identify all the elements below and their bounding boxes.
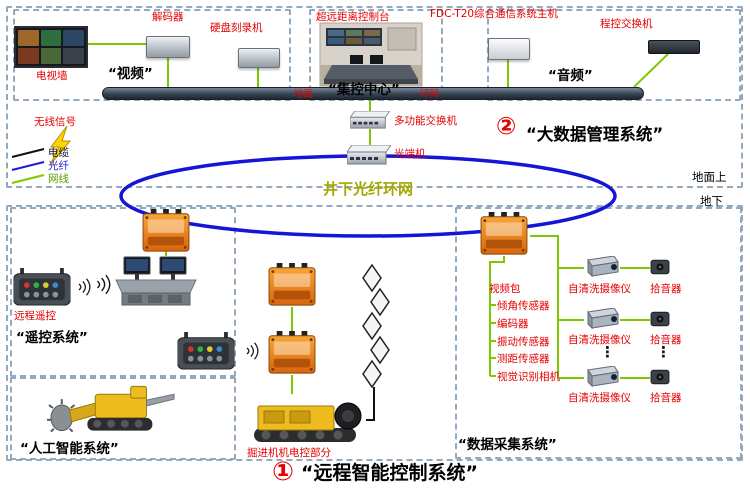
mic-device [650,310,670,328]
pbx-label: 程控交换机 [600,18,653,30]
sensor-label: 倾角传感器 [497,300,550,312]
audio-group-title: “音频” [548,68,593,84]
operator-console-device [114,255,198,309]
wireless-label: 无线信号 [34,116,76,128]
camera-label: 自清洗摄像仪 [568,392,631,404]
tv-wall-device [14,26,88,68]
machine-control-device [250,394,366,446]
mic-device [650,368,670,386]
fiber-ring-label: 井下光纤环网 [322,180,413,198]
bigdata-number: ② [496,112,517,140]
control-center-title: “集控中心” [328,82,400,98]
camera-label: 自清洗摄像仪 [568,334,631,346]
multi-switch-device [350,111,390,129]
bigdata-title: “大数据管理系统” [526,125,664,144]
roadheader-device [47,380,176,436]
junction-box-upper [266,263,318,307]
decoder-label: 解码器 [152,11,184,23]
comm-host-device [488,38,530,60]
footer-number: ① [272,456,295,487]
remote-system-title: “遥控系统” [16,330,88,346]
console-label: 超远距离控制台 [316,11,390,23]
hdd-recorder-device [238,48,280,68]
recorder-label: 硬盘刻录机 [210,22,263,34]
camera-label: 自清洗摄像仪 [568,283,631,295]
ai-system-title: “人工智能系统” [20,441,119,457]
wifi-signal-icon [76,276,91,298]
zone-above-label: 地面上 [692,170,727,184]
junction-box-remote [140,209,192,253]
remote-controller-1 [12,268,72,306]
mic-label: 拾音器 [650,283,682,295]
video-group-title: “视频” [108,66,153,82]
sensor-label: 振动传感器 [497,336,550,348]
zone-below-label: 地下 [700,194,723,208]
junction-box-daq [478,212,530,256]
comm-host-label: FDC-T20综合通信系统主机 [430,8,559,20]
remote-control-label: 远程遥控 [14,310,56,322]
video-pack-label: 视频包 [489,283,521,295]
mic-label: 拾音器 [650,334,682,346]
camera-ellipsis: ⋮ [600,343,615,361]
daq-system-title: “数据采集系统” [458,437,557,453]
mic-ellipsis: ⋮ [656,343,671,361]
camera-device [584,256,620,280]
wifi-signal-icon [244,340,259,362]
camera-device [584,366,620,390]
sensor-label: 编码器 [497,318,529,330]
wifi-signal-icon [94,272,111,297]
mic-label: 拾音器 [650,392,682,404]
multi-switch-label: 多功能交换机 [394,115,457,127]
control-center-box [309,9,443,101]
bus-left-label: 地面 [294,89,314,100]
decoder-device [146,36,190,58]
legend-network-label: 网线 [48,173,69,185]
mic-device [650,258,670,276]
sensor-label: 测距传感器 [497,353,550,365]
tvwall-label: 电视墙 [36,70,68,82]
junction-box-lower [266,331,318,375]
ground-ring-bus [102,87,644,100]
remote-controller-2 [176,332,236,370]
footer: ① “远程智能控制系统” [0,458,750,485]
ai-system-box [10,377,236,460]
bus-right-label: 环网 [420,89,440,100]
machine-control-label: 掘进机机电控部分 [247,447,331,459]
camera-device [584,308,620,332]
optical-terminal-device [346,145,392,165]
pbx-device [648,40,700,54]
sensor-label: 视觉识别相机 [497,371,560,383]
optical-terminal-label: 光端机 [394,148,426,160]
control-room-image [319,22,423,87]
footer-title: “远程智能控制系统” [301,462,478,484]
